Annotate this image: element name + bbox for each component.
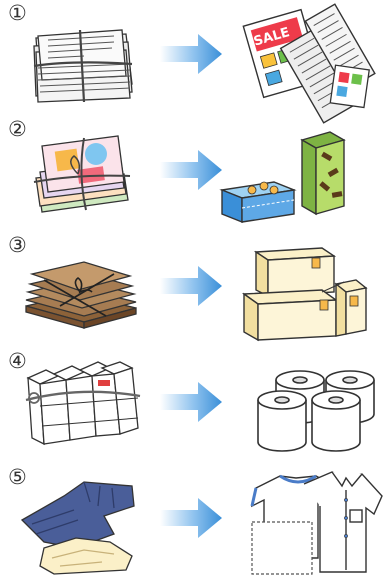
paper-boxes-icon — [234, 118, 384, 230]
recycle-row-5: ⑤ — [0, 464, 392, 580]
recycle-row-4: ④ — [0, 348, 392, 464]
cardboard-bundle-icon — [14, 240, 144, 344]
milk-carton-bundle-icon — [14, 356, 144, 460]
recycle-row-1: ① — [0, 0, 392, 116]
arrow-right-icon — [160, 266, 224, 306]
cardboard-boxes-icon — [234, 234, 384, 346]
arrow-right-icon — [160, 498, 224, 538]
newspapers-flyers-icon: SALE — [234, 2, 384, 114]
recycle-row-2: ② — [0, 116, 392, 232]
toilet-paper-rolls-icon — [234, 350, 384, 462]
newspaper-bundle-icon — [14, 8, 144, 112]
arrow-right-icon — [160, 150, 224, 190]
arrow-right-icon — [160, 34, 224, 74]
recycled-clothes-icon — [234, 466, 384, 578]
magazine-bundle-icon — [14, 124, 144, 228]
recycle-row-3: ③ — [0, 232, 392, 348]
arrow-right-icon — [160, 382, 224, 422]
used-clothes-icon — [14, 472, 144, 576]
